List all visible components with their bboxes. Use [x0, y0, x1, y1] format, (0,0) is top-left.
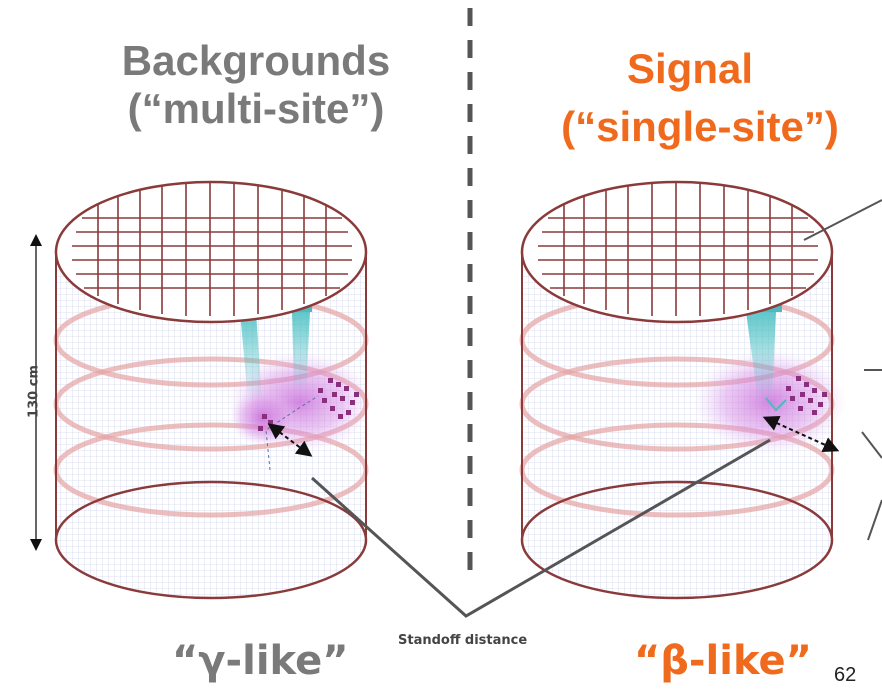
beta-like-label: “β-like”: [634, 638, 812, 684]
signal-title: Signal: [626, 45, 754, 92]
height-label: 130 cm: [26, 365, 42, 418]
standoff-callout-lines: [310, 438, 771, 618]
signal-subtitle: (“single-site”): [561, 103, 839, 150]
standoff-distance-label: Standoff distance: [398, 633, 528, 648]
backgrounds-title: Backgrounds: [121, 37, 391, 84]
right-detector-cylinder: [519, 180, 882, 600]
backgrounds-subtitle: (“multi-site”): [127, 85, 385, 132]
page-number: 62: [834, 664, 857, 686]
left-detector-cylinder: [53, 180, 372, 600]
gamma-like-label: “γ-like”: [172, 638, 349, 684]
